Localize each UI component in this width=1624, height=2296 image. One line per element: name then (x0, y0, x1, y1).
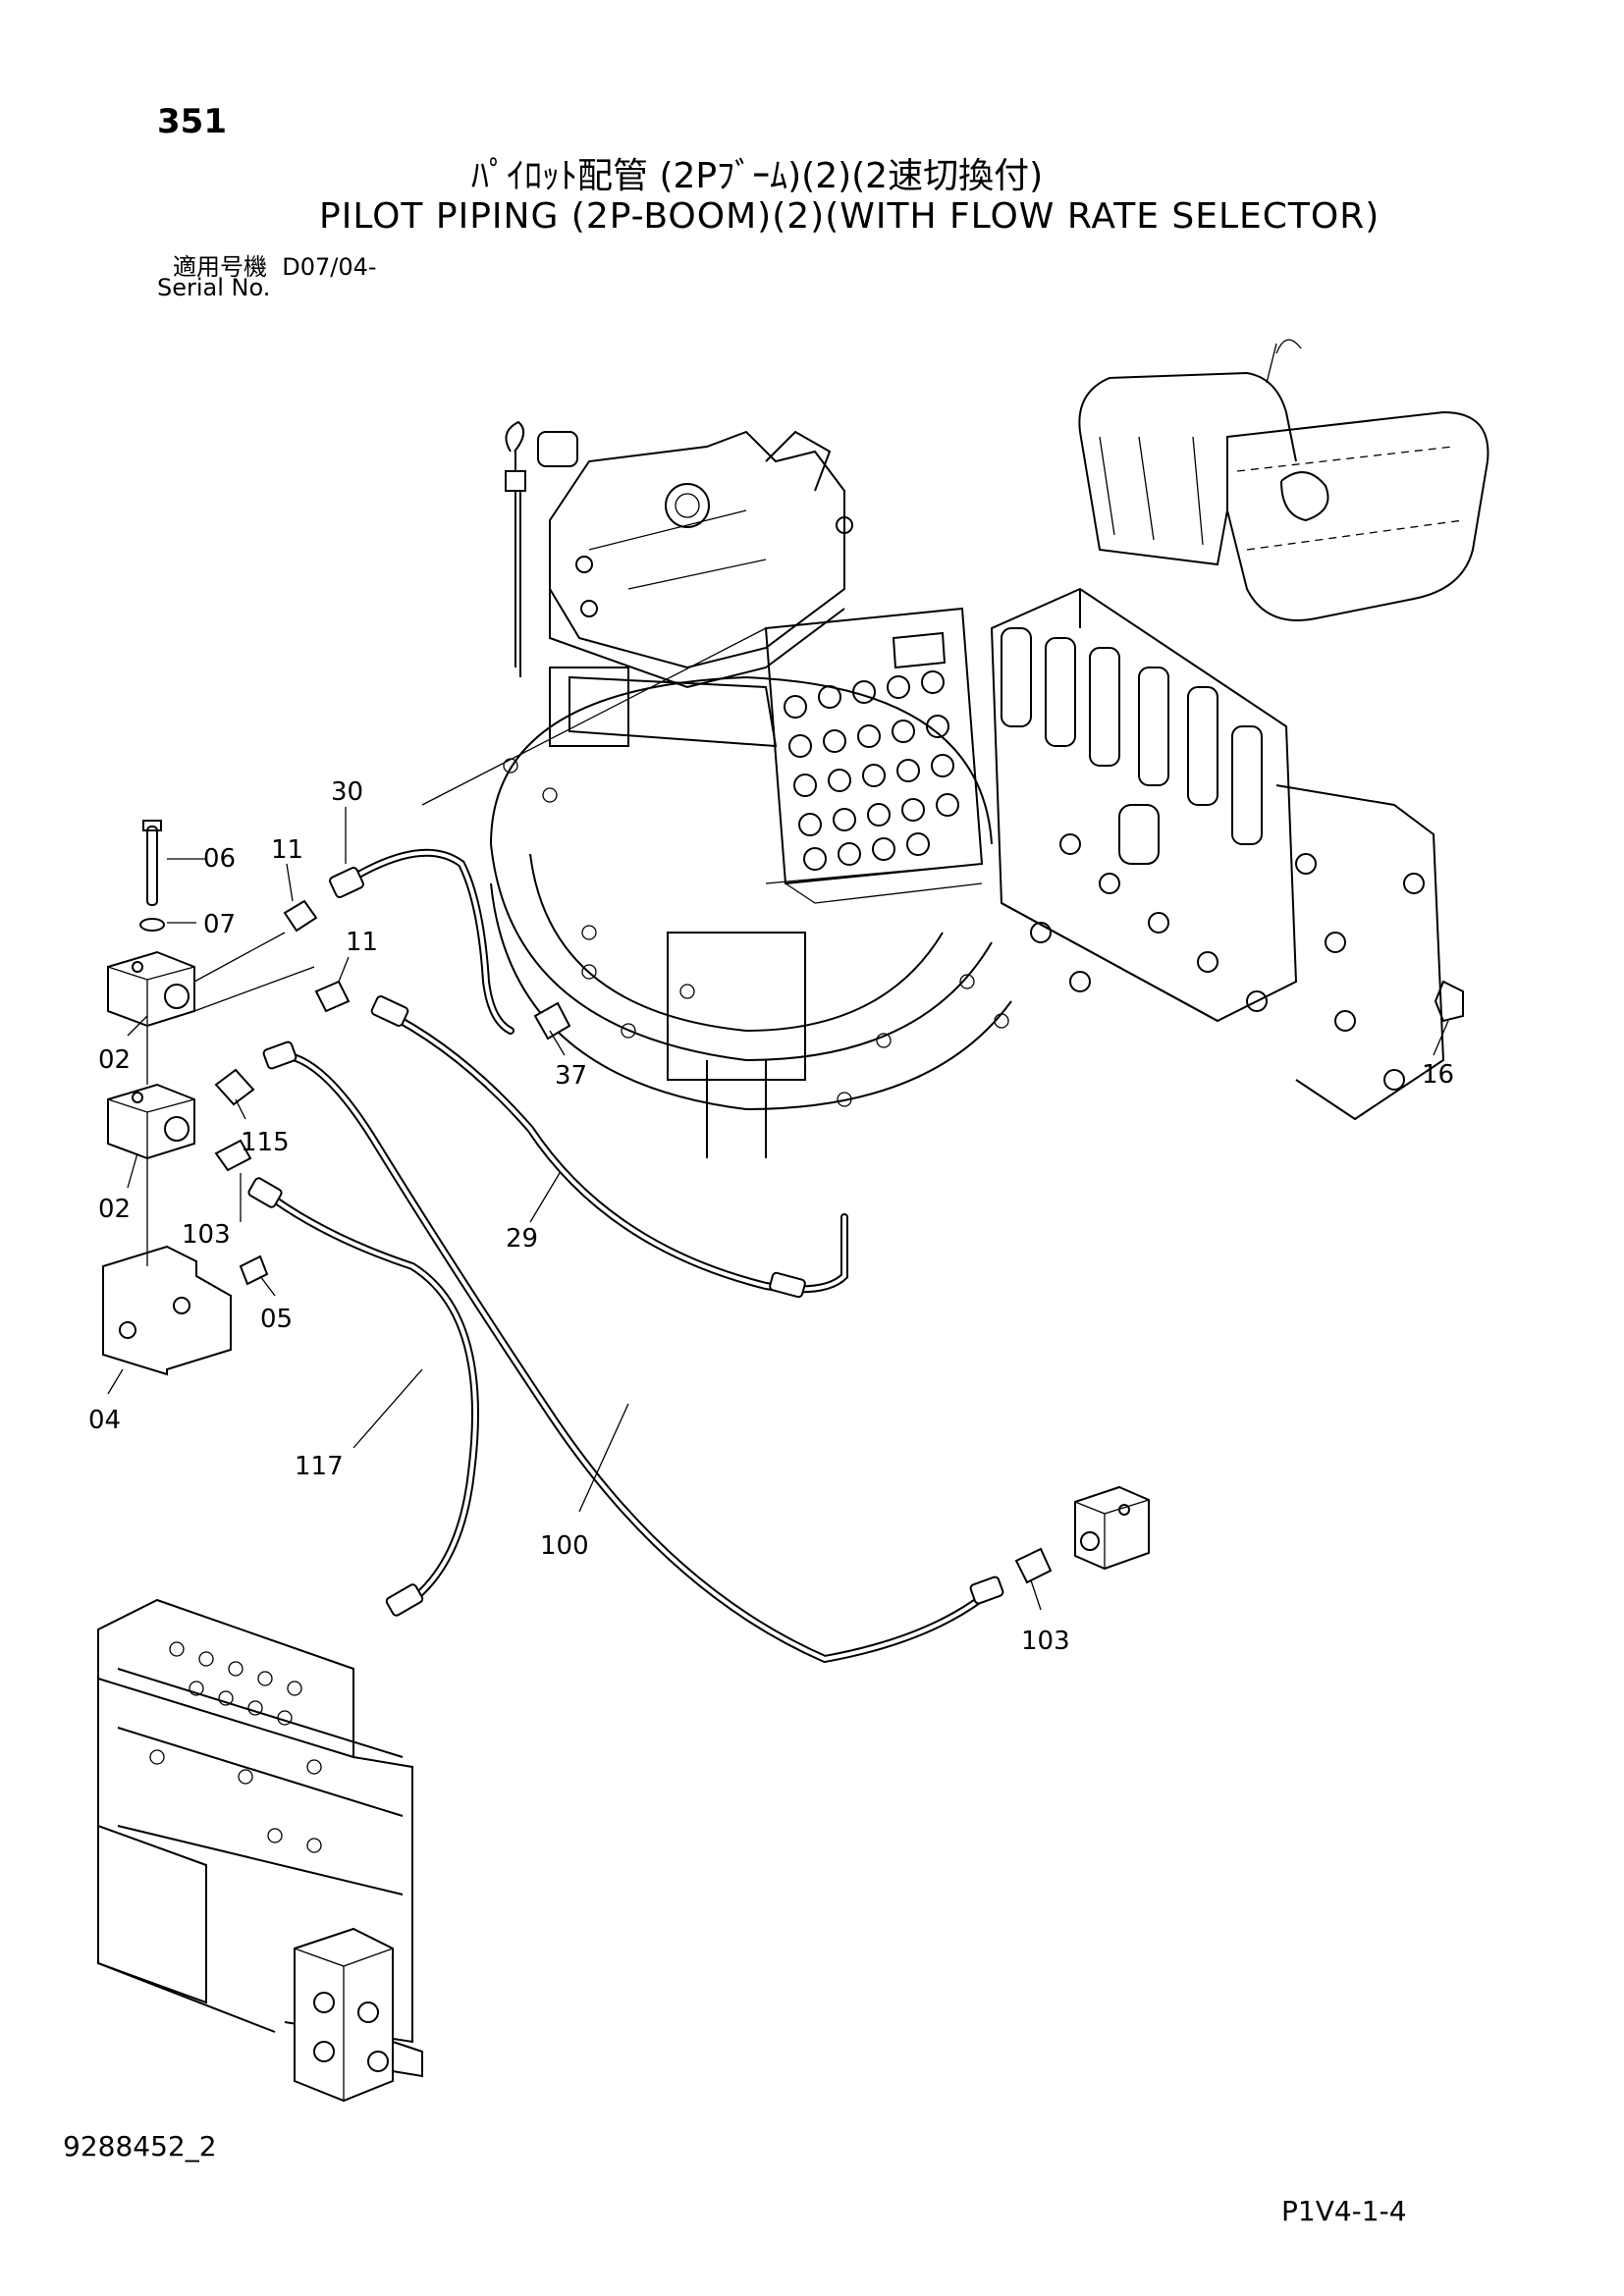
serial-value: D07/04- (282, 253, 377, 281)
callout-02-upper: 02 (98, 1045, 131, 1075)
callout-11-lower: 11 (346, 928, 378, 957)
hoses (247, 848, 1004, 1664)
callout-37: 37 (555, 1061, 587, 1091)
callout-16: 16 (1422, 1060, 1454, 1090)
callout-30: 30 (331, 777, 363, 807)
callout-117: 117 (295, 1452, 344, 1481)
control-valve (990, 587, 1464, 1121)
callout-11-upper: 11 (271, 835, 303, 865)
document-number: 9288452_2 (63, 2130, 217, 2163)
callout-29: 29 (506, 1224, 538, 1254)
callout-07: 07 (203, 910, 236, 939)
callout-05: 05 (260, 1305, 293, 1334)
page-number: 351 (157, 102, 227, 141)
serial-label-en: Serial No. (157, 274, 271, 301)
excavator-thumbnail (1078, 339, 1489, 621)
callout-04: 04 (88, 1406, 121, 1435)
fittings (214, 899, 1053, 1584)
callout-02-lower: 02 (98, 1195, 131, 1224)
part-callouts: 30 06 11 07 11 02 37 115 02 103 29 05 04… (88, 777, 1454, 1656)
leader-lines (107, 807, 1449, 1611)
page-reference: P1V4-1-4 (1281, 2195, 1407, 2227)
solenoid-valve-stack (102, 820, 315, 1376)
title-japanese: ﾊﾟｲﾛｯﾄ配管 (2Pﾌﾞｰﾑ)(2)(2速切換付) (471, 156, 1044, 196)
connector-block (1074, 1485, 1150, 1571)
pilot-valve-panel (97, 1598, 423, 2103)
callout-100: 100 (540, 1531, 589, 1561)
serial-line: 適用号機 D07/04- (173, 247, 377, 282)
swing-bearing (490, 675, 1012, 1158)
callout-103-right: 103 (1021, 1627, 1070, 1656)
serial-label-jp: 適用号機 (173, 253, 267, 281)
callout-06: 06 (203, 844, 236, 874)
pilot-manifold (421, 607, 984, 904)
callout-103-left: 103 (182, 1220, 231, 1250)
title-english: PILOT PIPING (2P-BOOM)(2)(WITH FLOW RATE… (319, 196, 1380, 237)
callout-115: 115 (241, 1128, 290, 1157)
